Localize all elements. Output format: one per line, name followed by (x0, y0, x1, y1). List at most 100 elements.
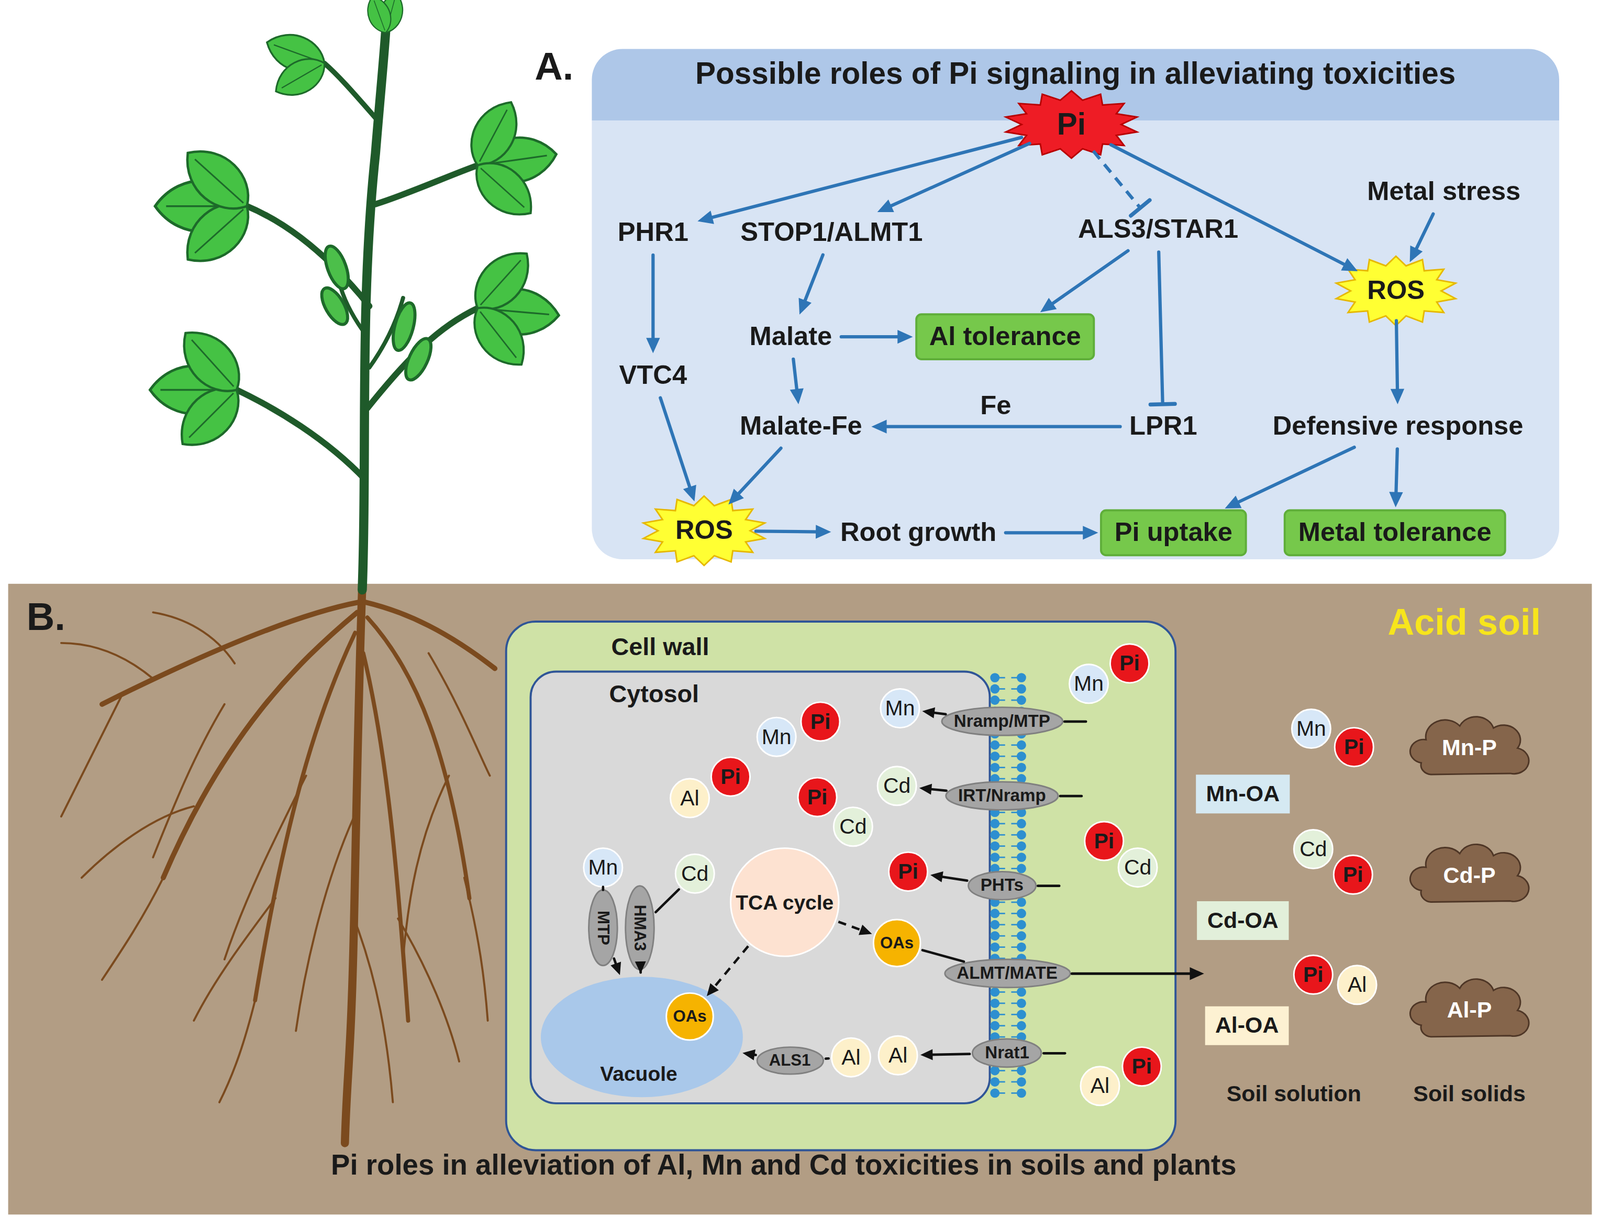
connector-line (939, 876, 968, 881)
transporter-stub (1064, 720, 1086, 724)
circle-node: Cd (876, 765, 918, 807)
node-text: Pi (1057, 106, 1086, 142)
arrow-head (919, 783, 932, 795)
connector-arrow (742, 1049, 756, 1061)
node-text: VTC4 (619, 360, 688, 391)
connector-line (928, 789, 947, 791)
plant-roots-part (365, 602, 496, 669)
arrow-head (697, 210, 715, 224)
node-text: Pi (1119, 650, 1140, 676)
node-text: Al (1347, 972, 1367, 997)
node-text: MTP (593, 910, 613, 946)
lipid-head (1016, 930, 1027, 941)
node-text: Pi (807, 784, 828, 810)
connector-line (1396, 320, 1398, 392)
arrow-head (858, 924, 873, 936)
node-outline (797, 777, 837, 817)
lipid-head (990, 684, 1000, 694)
connector-arrow (728, 448, 781, 505)
circle-node: Pi (1083, 820, 1125, 862)
connector-arrow (1390, 320, 1405, 405)
lipid-head (990, 852, 1000, 862)
lipid-head (990, 1076, 1000, 1087)
panel-letter: B. (26, 595, 66, 640)
lipid-head (990, 829, 1000, 840)
circle-node: Pi (1333, 726, 1375, 768)
node-text: Al (888, 1042, 908, 1068)
circle-node: TCA cycle (729, 847, 840, 958)
node-outline (540, 976, 743, 1097)
connector-line (1093, 150, 1141, 208)
circle-node: Mn (879, 687, 921, 729)
lipid-head (990, 818, 1000, 829)
connector-line (1005, 530, 1086, 535)
lipid-head (1016, 1020, 1027, 1031)
connector-line (1158, 251, 1163, 405)
connector-arrow (919, 783, 947, 795)
arrow-head (706, 982, 719, 996)
node-text: Mn (761, 724, 792, 750)
node-text: Possible roles of Pi signaling in allevi… (695, 56, 1456, 92)
node-text: Cd (1124, 854, 1152, 880)
node-text: HMA3 (630, 904, 650, 951)
plant-roots-part-part (152, 612, 235, 663)
node-text: Pi (1343, 734, 1365, 760)
circle-node: Pi (1121, 1046, 1163, 1087)
arrow-head (728, 488, 744, 505)
plant-shoot-part (367, 308, 478, 409)
lipid-head (990, 998, 1000, 1008)
soil-ground (8, 583, 1593, 1215)
node-text: PHR1 (617, 217, 689, 248)
pathway-label: LPR1 (1123, 407, 1204, 447)
plant-roots-part (345, 586, 363, 1143)
arrow-head (790, 387, 804, 405)
connector-arrow (646, 254, 660, 353)
lipid-head (1016, 986, 1027, 997)
node-outline (1122, 1047, 1162, 1086)
node-text: Malate-Fe (739, 411, 863, 442)
node-outline (730, 848, 839, 957)
lipid-head (1016, 695, 1027, 705)
connector-arrow (838, 921, 872, 935)
figure-caption: Pi roles in alleviation of Al, Mn and Cd… (330, 1148, 1237, 1182)
plant-shoot-part (324, 63, 380, 123)
ellipse-node: ALMT/MATE (943, 958, 1071, 990)
plant-roots-part-part (403, 775, 450, 960)
node-outline (833, 807, 873, 847)
connector-line (1110, 144, 1348, 266)
node-text: Mn (587, 854, 618, 880)
connector-line (1415, 214, 1433, 252)
connector-line (883, 425, 1121, 429)
connector-arrow (1110, 144, 1359, 272)
connector-line (660, 397, 691, 491)
panel-box: Possible roles of Pi signaling in allevi… (591, 49, 1560, 560)
connector-line (602, 886, 605, 891)
node-text: Metal stress (1367, 176, 1521, 207)
node-text: Cd (839, 814, 867, 839)
node-outline (666, 992, 714, 1040)
panel-letter: A. (534, 45, 574, 90)
node-outline (710, 757, 750, 796)
connector-line (713, 946, 749, 989)
connector-line (736, 448, 781, 496)
node-text: Cd-OA (1207, 907, 1279, 933)
pathway-label: Malate (743, 317, 839, 357)
plant-roots-part (254, 632, 355, 1000)
node-outline (757, 717, 796, 757)
connector-line (651, 254, 655, 341)
connector-arrow (841, 329, 914, 344)
connector-line (793, 359, 797, 393)
connector-arrow (1224, 447, 1354, 509)
lipid-head (990, 919, 1000, 930)
circle-node: Pi (887, 850, 929, 892)
node-outline (675, 853, 715, 893)
plant-leaves-part (362, 0, 396, 37)
lipid-head (1016, 751, 1027, 761)
connector-arrow (706, 946, 749, 996)
circle-node: Al (669, 777, 711, 819)
node-outline (1080, 1066, 1120, 1106)
connector-line (922, 949, 964, 962)
node-outline (1336, 256, 1456, 326)
node-text: Al tolerance (929, 321, 1082, 352)
lipid-head (990, 1087, 1000, 1098)
